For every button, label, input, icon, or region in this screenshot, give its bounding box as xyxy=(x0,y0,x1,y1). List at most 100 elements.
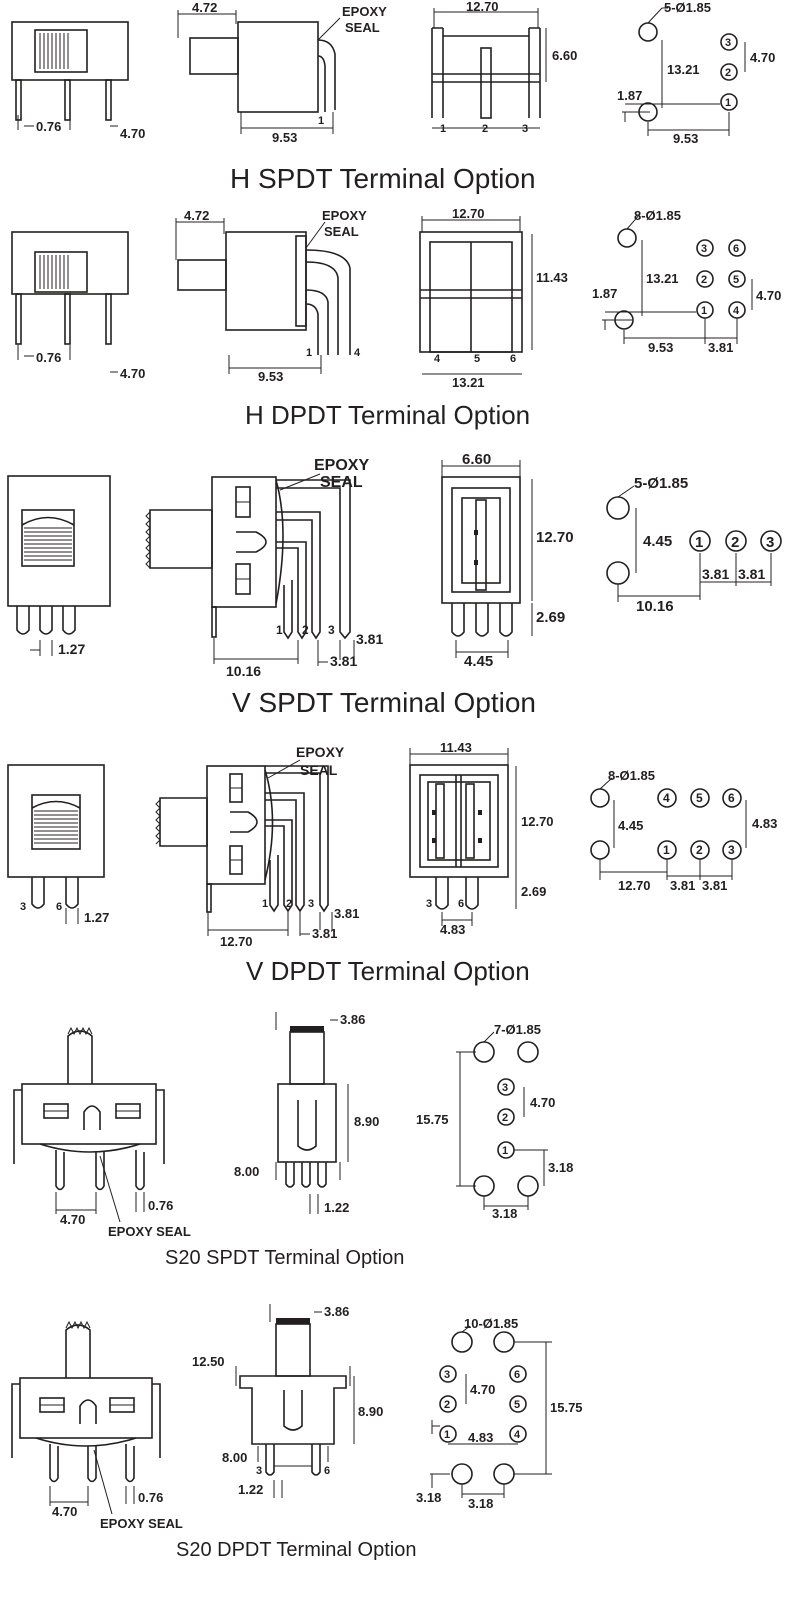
h-dpdt-side-dim-0: 0.76 xyxy=(36,350,61,365)
v-dpdt-pcb-dim-1: 4.83 xyxy=(752,816,777,831)
h-dpdt-seal: SEAL xyxy=(324,224,359,239)
s20-dpdt-pcb-pin-2: 2 xyxy=(444,1399,450,1411)
v-dpdt-pcb-pin-4: 4 xyxy=(663,791,670,805)
s20-spdt-pcb-dim-1: 4.70 xyxy=(530,1095,555,1110)
v-dpdt-title: V DPDT Terminal Option xyxy=(246,956,530,986)
h-spdt-pcb-dim-1: 4.70 xyxy=(750,50,775,65)
h-dpdt-top-dim-2: 13.21 xyxy=(452,375,485,390)
s20-dpdt-pcb-pin-5: 5 xyxy=(514,1399,520,1411)
s20-dpdt-profile-dim-3: 8.00 xyxy=(222,1450,247,1465)
section-v-spdt: 1.27 EPOXY SEAL 1 2 3 3.81 xyxy=(7,451,782,718)
v-dpdt-pcb-layout: 8-Ø1.85 4.45 4.83 12.70 3.81 3.81 1 2 3 … xyxy=(590,768,777,893)
h-dpdt-pcb-dim-1: 4.70 xyxy=(756,288,781,303)
v-dpdt-profile-view: EPOXY SEAL 1 2 3 3.81 12.70 3.81 xyxy=(155,744,359,949)
s20-spdt-epoxy-seal: EPOXY SEAL xyxy=(108,1224,191,1239)
h-dpdt-pcb-pin-3: 3 xyxy=(701,243,707,255)
v-dpdt-side-view: 3 6 1.27 xyxy=(7,764,109,925)
s20-spdt-profile-view: 3.86 8.90 8.00 1.22 xyxy=(234,1012,379,1215)
s20-dpdt-profile-pin-6: 6 xyxy=(324,1465,330,1477)
s20-dpdt-pcb-pin-3: 3 xyxy=(444,1369,450,1381)
s20-spdt-front-dim-1: 0.76 xyxy=(148,1198,173,1213)
v-spdt-pcb-pin-3: 3 xyxy=(766,534,774,551)
h-spdt-pcb-pin-1: 1 xyxy=(725,97,731,109)
s20-dpdt-pcb-pin-6: 6 xyxy=(514,1369,520,1381)
s20-dpdt-front-dim-1: 0.76 xyxy=(138,1490,163,1505)
h-dpdt-profile-dim-1: 9.53 xyxy=(258,369,283,384)
h-spdt-title: H SPDT Terminal Option xyxy=(230,163,536,194)
v-dpdt-top-pin-3: 3 xyxy=(426,898,432,910)
h-dpdt-epoxy: EPOXY xyxy=(322,208,367,223)
h-dpdt-pcb-dim-0: 13.21 xyxy=(646,271,679,286)
s20-dpdt-pcb-holes: 10-Ø1.85 xyxy=(464,1316,518,1331)
v-dpdt-profile-pin-2: 2 xyxy=(286,898,292,910)
s20-dpdt-profile-dim-2: 8.90 xyxy=(358,1404,383,1419)
s20-spdt-pcb-pin-2: 2 xyxy=(502,1112,508,1124)
v-spdt-pcb-dim-2: 3.81 xyxy=(738,566,765,582)
h-dpdt-pcb-dim-3: 9.53 xyxy=(648,340,673,355)
v-dpdt-top-dim-2: 2.69 xyxy=(521,884,546,899)
s20-dpdt-pcb-dim-2: 4.83 xyxy=(468,1430,493,1445)
v-dpdt-pcb-pin-1: 1 xyxy=(663,843,670,857)
v-dpdt-pcb-pin-6: 6 xyxy=(728,791,735,805)
s20-dpdt-profile-view: 3 6 3.86 12.50 8.90 8.00 1.22 xyxy=(192,1304,383,1498)
h-spdt-pcb-pin-2: 2 xyxy=(725,67,731,79)
s20-spdt-pcb-pin-3: 3 xyxy=(502,1082,508,1094)
s20-dpdt-title: S20 DPDT Terminal Option xyxy=(176,1539,416,1561)
s20-dpdt-profile-pin-3: 3 xyxy=(256,1465,262,1477)
h-spdt-pcb-dim-0: 13.21 xyxy=(667,62,700,77)
h-spdt-top-view: 12.70 6.60 1 2 3 xyxy=(431,0,577,135)
s20-spdt-pcb-holes: 7-Ø1.85 xyxy=(494,1022,541,1037)
h-spdt-top-pin-1: 1 xyxy=(440,123,446,135)
v-spdt-top-dim-3: 4.45 xyxy=(464,653,493,670)
s20-spdt-pcb-dim-3: 3.18 xyxy=(492,1206,517,1221)
h-spdt-profile-view: 4.72 EPOXY SEAL 9.53 1 xyxy=(177,0,387,145)
s20-dpdt-profile-dim-4: 1.22 xyxy=(238,1482,263,1497)
v-dpdt-top-pin-6: 6 xyxy=(458,898,464,910)
v-dpdt-pcb-holes: 8-Ø1.85 xyxy=(608,768,655,783)
h-spdt-profile-dim-0: 4.72 xyxy=(192,0,217,15)
h-spdt-side-dim-1: 4.70 xyxy=(120,126,145,141)
v-dpdt-profile-pin-1: 1 xyxy=(262,898,268,910)
v-spdt-top-dim-0: 6.60 xyxy=(462,451,491,468)
v-dpdt-top-dim-0: 11.43 xyxy=(440,740,472,755)
v-spdt-profile-dim-2: 3.81 xyxy=(330,653,357,669)
v-dpdt-side-dim-0: 1.27 xyxy=(84,910,109,925)
v-dpdt-profile-pin-3: 3 xyxy=(308,898,314,910)
h-dpdt-profile-view: 4.72 EPOXY SEAL 9.53 1 4 xyxy=(175,208,367,384)
h-spdt-top-pin-2: 2 xyxy=(482,123,488,135)
s20-dpdt-pcb-dim-3: 3.18 xyxy=(416,1490,441,1505)
h-spdt-profile-dim-1: 9.53 xyxy=(272,130,297,145)
v-dpdt-profile-dim-0: 3.81 xyxy=(334,906,359,921)
h-spdt-top-dim-1: 6.60 xyxy=(552,48,577,63)
h-spdt-pcb-layout: 5-Ø1.85 13.21 4.70 1.87 9.53 1 2 3 xyxy=(617,0,775,146)
v-dpdt-profile-dim-2: 3.81 xyxy=(312,926,337,941)
section-v-dpdt: 3 6 1.27 EPOXY SEAL 1 2 3 xyxy=(7,740,777,986)
h-dpdt-side-view: 0.76 4.70 xyxy=(11,231,145,381)
v-dpdt-top-view: 3 6 11.43 12.70 2.69 4.83 xyxy=(409,740,554,937)
s20-spdt-profile-dim-2: 8.00 xyxy=(234,1164,259,1179)
h-spdt-pcb-holes: 5-Ø1.85 xyxy=(664,0,711,15)
s20-spdt-front-view: 4.70 0.76 EPOXY SEAL xyxy=(13,1026,191,1239)
s20-spdt-profile-dim-3: 1.22 xyxy=(324,1200,349,1215)
h-dpdt-profile-dim-0: 4.72 xyxy=(184,208,209,223)
v-spdt-profile-pin-2: 2 xyxy=(302,623,309,637)
h-spdt-top-dim-0: 12.70 xyxy=(466,0,499,14)
v-dpdt-pcb-dim-4: 3.81 xyxy=(702,878,727,893)
s20-dpdt-pcb-pin-1: 1 xyxy=(444,1429,450,1441)
section-h-dpdt: 0.76 4.70 4.72 EPOXY SEAL 9.53 1 4 xyxy=(11,206,781,430)
h-spdt-epoxy: EPOXY xyxy=(342,4,387,19)
h-dpdt-top-dim-0: 12.70 xyxy=(452,206,485,221)
h-dpdt-profile-pin-1: 1 xyxy=(306,347,312,359)
v-dpdt-side-pin-3: 3 xyxy=(20,901,26,913)
h-dpdt-pcb-pin-4: 4 xyxy=(733,305,740,317)
s20-spdt-pcb-dim-2: 3.18 xyxy=(548,1160,573,1175)
v-spdt-profile-dim-1: 10.16 xyxy=(226,663,261,679)
s20-spdt-front-dim-0: 4.70 xyxy=(60,1212,85,1227)
h-spdt-pcb-dim-2: 1.87 xyxy=(617,88,642,103)
h-dpdt-top-pin-4: 4 xyxy=(434,353,441,365)
s20-dpdt-pcb-layout: 10-Ø1.85 4.70 15.75 4.83 3.18 3.18 1 2 3… xyxy=(416,1316,583,1511)
v-spdt-title: V SPDT Terminal Option xyxy=(232,687,536,718)
v-dpdt-pcb-pin-2: 2 xyxy=(696,843,703,857)
v-spdt-profile-dim-0: 3.81 xyxy=(356,631,383,647)
h-dpdt-top-pin-6: 6 xyxy=(510,353,516,365)
